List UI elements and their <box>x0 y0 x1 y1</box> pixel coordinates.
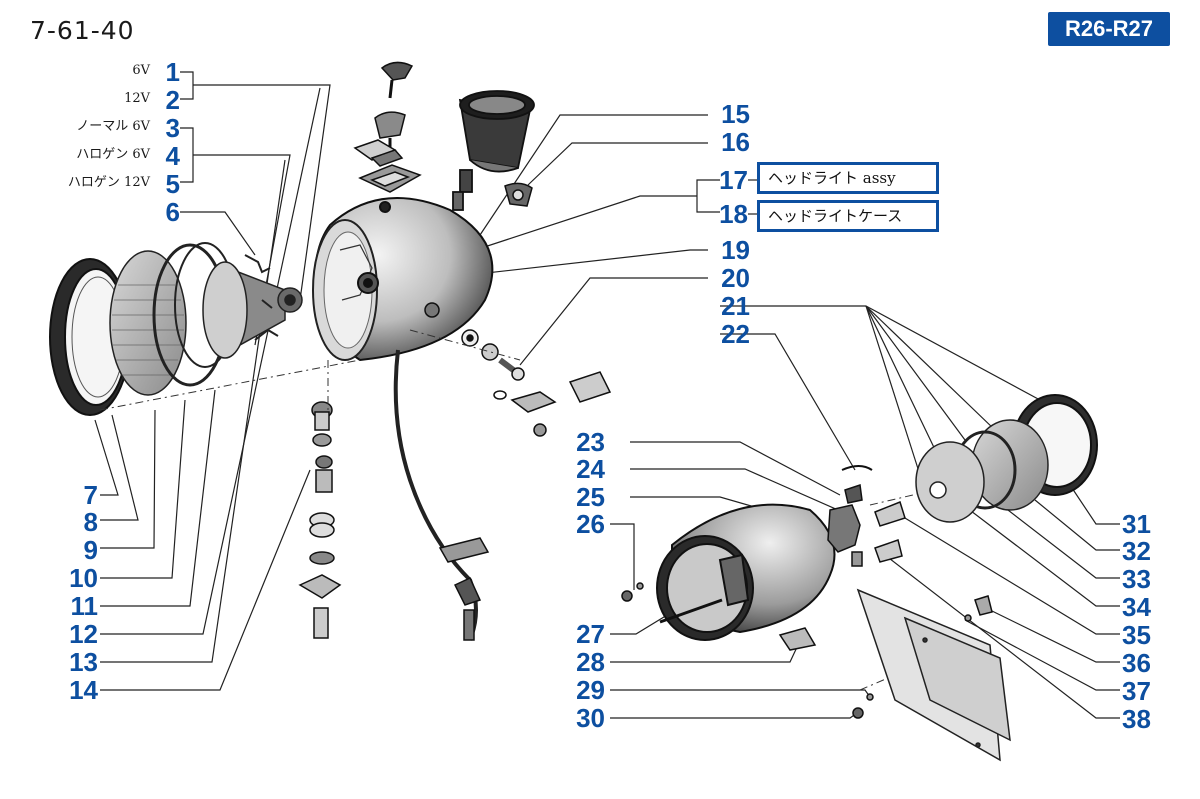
part-number-16: 16 <box>721 127 750 157</box>
spring-clips <box>244 254 279 341</box>
part-number-38: 38 <box>1122 704 1151 734</box>
part-number-33: 33 <box>1122 564 1151 594</box>
reflector <box>202 261 303 359</box>
part-number-13: 13 <box>69 647 98 677</box>
part-number-7: 7 <box>83 480 98 510</box>
part-number-17: 17 <box>719 165 748 195</box>
part-number-5: 5 <box>165 169 180 199</box>
part-number-29: 29 <box>576 675 605 705</box>
case-fasteners <box>621 501 993 719</box>
part-number-14: 14 <box>69 675 98 705</box>
part-number-4: 4 <box>165 141 180 171</box>
variant-label-3: ノーマル 6V <box>76 119 150 134</box>
part-number-19: 19 <box>721 235 750 265</box>
part-number-26: 26 <box>576 509 605 539</box>
part-number-3: 3 <box>165 113 180 143</box>
part-number-28: 28 <box>576 647 605 677</box>
headlight-lens <box>109 250 187 396</box>
part-number-20: 20 <box>721 263 750 293</box>
part-number-25: 25 <box>576 482 605 512</box>
shell-fasteners <box>424 302 612 437</box>
part-number-15: 15 <box>721 99 750 129</box>
headlight-shell <box>312 197 494 362</box>
speedometer <box>452 90 535 211</box>
part-number-11: 11 <box>70 591 99 621</box>
reflector-r27 <box>915 441 985 523</box>
headlight-case-r27 <box>656 503 836 641</box>
part-number-30: 30 <box>576 703 605 733</box>
boxed-label-headlight-assy: ヘッドライト assy <box>757 162 939 194</box>
part-number-18: 18 <box>719 199 748 229</box>
license-plate <box>856 588 1011 762</box>
variant-label-5: ハロゲン 12V <box>67 175 150 190</box>
boxed-label-headlight-case: ヘッドライトケース <box>757 200 939 232</box>
part-number-27: 27 <box>576 619 605 649</box>
part-number-35: 35 <box>1122 620 1151 650</box>
part-number-8: 8 <box>83 507 98 537</box>
part-number-1: 1 <box>165 57 180 87</box>
leader-lines <box>94 71 1120 719</box>
variant-label-1: 6V <box>132 63 150 78</box>
model-badge: R26-R27 <box>1048 12 1170 46</box>
part-number-21: 21 <box>721 291 750 321</box>
switch-plate <box>353 139 422 193</box>
part-number-22: 22 <box>721 319 750 349</box>
case-bracket <box>827 465 873 567</box>
part-number-9: 9 <box>83 535 98 565</box>
part-number-31: 31 <box>1122 509 1151 539</box>
part-number-24: 24 <box>576 454 605 484</box>
variant-label-2: 12V <box>124 91 150 106</box>
part-number-2: 2 <box>165 85 180 115</box>
ammeter <box>504 182 533 207</box>
cable-connector <box>438 537 490 641</box>
part-number-32: 32 <box>1122 536 1151 566</box>
part-number-23: 23 <box>576 427 605 457</box>
part-number-12: 12 <box>69 619 98 649</box>
bulb-holder-stack <box>298 401 342 639</box>
part-number-6: 6 <box>165 197 180 227</box>
part-number-34: 34 <box>1122 592 1151 622</box>
variant-label-4: ハロゲン 6V <box>76 147 150 162</box>
part-number-10: 10 <box>69 563 98 593</box>
part-number-36: 36 <box>1122 648 1151 678</box>
ignition-key <box>380 61 414 99</box>
page-code: 7-61-40 <box>30 16 135 45</box>
part-number-37: 37 <box>1122 676 1151 706</box>
